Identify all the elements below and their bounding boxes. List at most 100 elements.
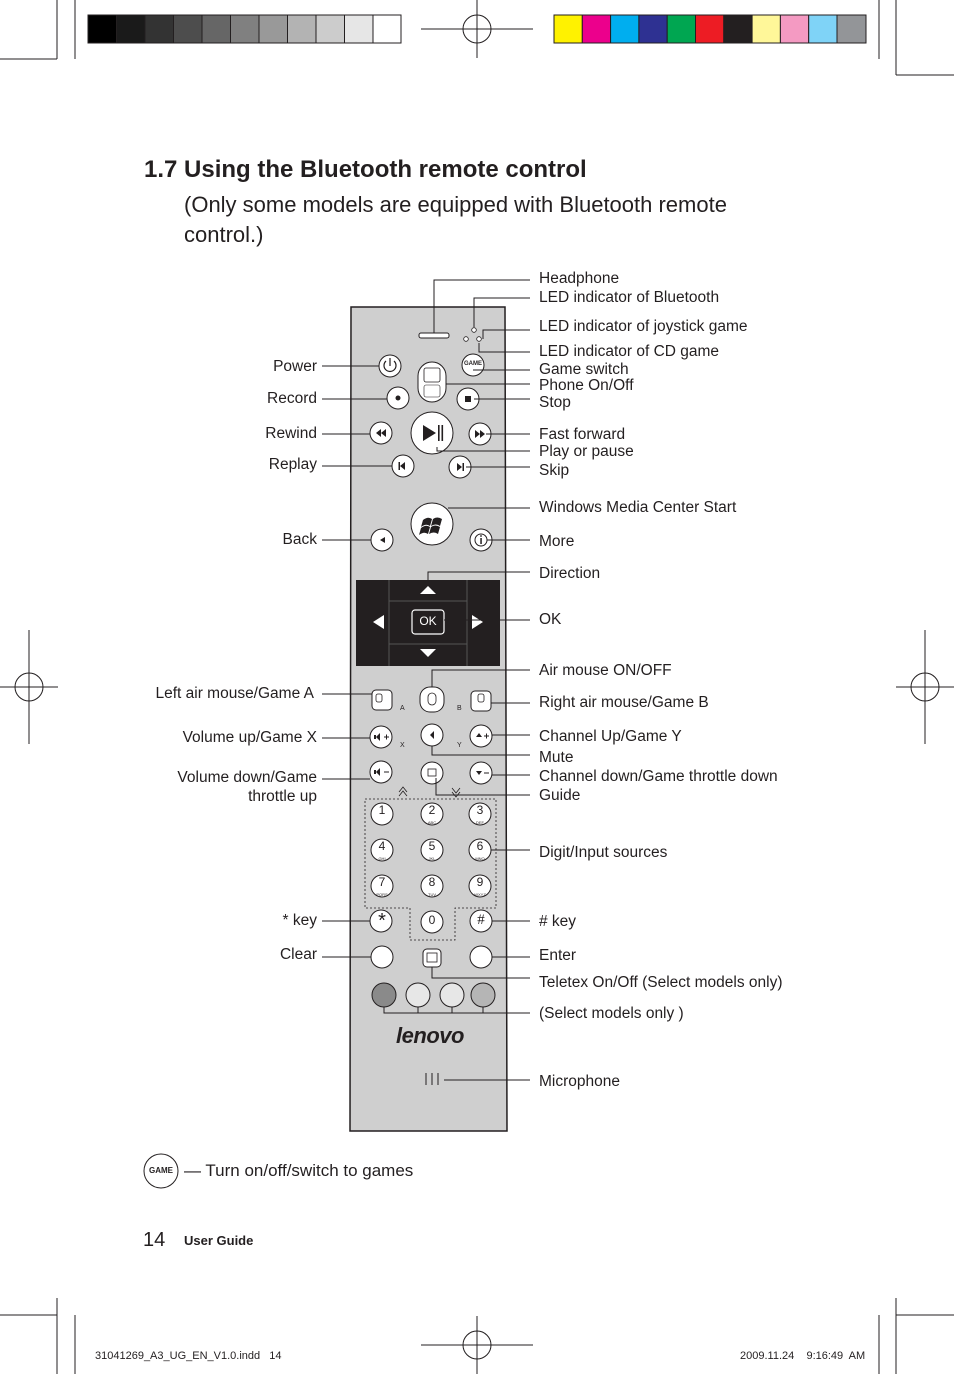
label-skip: Skip bbox=[539, 462, 570, 479]
label-mute: Mute bbox=[539, 749, 574, 766]
down-arrow-icon bbox=[420, 649, 436, 657]
key-0[interactable]: 0 bbox=[421, 914, 443, 926]
label-channel-up: Channel Up/Game Y bbox=[539, 728, 682, 745]
label-enter: Enter bbox=[539, 947, 577, 964]
label-game-switch: Game switch bbox=[539, 361, 629, 378]
label-left-air-mouse: Left air mouse/Game A bbox=[155, 685, 314, 702]
replay-icon bbox=[400, 462, 405, 470]
label-guide: Guide bbox=[539, 787, 581, 804]
key-digit: 4 bbox=[378, 839, 386, 853]
print-slug-file: 31041269_A3_UG_EN_V1.0.indd 14 bbox=[95, 1350, 282, 1362]
label-led-joystick: LED indicator of joystick game bbox=[539, 318, 748, 335]
microphone-grille bbox=[425, 1073, 439, 1085]
volume-down-icon bbox=[376, 768, 380, 776]
label-y: Y bbox=[457, 742, 462, 749]
label-fast-forward: Fast forward bbox=[539, 426, 626, 443]
label-x: X bbox=[400, 742, 405, 749]
label-microphone: Microphone bbox=[539, 1073, 620, 1090]
label-a: A bbox=[400, 705, 405, 712]
label-color-buttons: (Select models only ) bbox=[539, 1005, 684, 1022]
right-mouse-icon bbox=[477, 693, 485, 703]
label-air-mouse: Air mouse ON/OFF bbox=[539, 662, 672, 679]
label-hash-key: # key bbox=[539, 913, 577, 930]
key-letters: JKL bbox=[428, 856, 436, 861]
label-star-key: * key bbox=[282, 912, 317, 929]
label-right-air-mouse: Right air mouse/Game B bbox=[539, 694, 709, 711]
key-1[interactable]: 1 bbox=[371, 803, 393, 817]
key-digit: 6 bbox=[476, 839, 484, 853]
key-digit: 9 bbox=[476, 875, 484, 889]
label-volume-up: Volume up/Game X bbox=[182, 729, 317, 746]
label-volume-down: Volume down/Game bbox=[177, 769, 317, 786]
led-cd-icon bbox=[476, 336, 482, 342]
print-slug-date: 2009.11.24 9:16:49 AM bbox=[740, 1350, 866, 1362]
record-icon bbox=[395, 395, 401, 401]
footer-guide-label: User Guide bbox=[184, 1233, 254, 1248]
section-subtitle: (Only some models are equipped with Blue… bbox=[184, 192, 727, 247]
left-mouse-icon bbox=[375, 693, 383, 703]
volume-up-button bbox=[369, 725, 393, 749]
left-arrow-icon bbox=[373, 615, 384, 629]
play-icon bbox=[423, 425, 436, 441]
key-digit: 1 bbox=[378, 803, 386, 817]
label-stop: Stop bbox=[539, 394, 571, 411]
back-icon bbox=[380, 537, 385, 543]
ok-button bbox=[411, 609, 445, 635]
windows-logo-icon bbox=[419, 517, 442, 535]
phone-icon bbox=[423, 367, 441, 383]
keypad bbox=[370, 802, 492, 934]
label-phone: Phone On/Off bbox=[539, 377, 634, 394]
guide-icon bbox=[427, 768, 437, 777]
label-led-bluetooth: LED indicator of Bluetooth bbox=[539, 289, 720, 306]
key-letters: ABC bbox=[427, 820, 437, 825]
volume-down-button bbox=[369, 760, 393, 784]
stop-icon bbox=[465, 396, 471, 402]
section-title: 1.7 Using the Bluetooth remote control bbox=[144, 156, 587, 183]
up-arrow-icon bbox=[420, 586, 436, 594]
power-icon bbox=[383, 360, 397, 372]
grayscale-bar bbox=[87, 14, 402, 44]
game-legend-label: GAME bbox=[149, 1166, 173, 1175]
led-joystick-icon bbox=[463, 336, 469, 342]
key-letters: PQRS bbox=[376, 892, 388, 897]
label-led-cd: LED indicator of CD game bbox=[539, 343, 720, 360]
channel-up-icon bbox=[476, 733, 482, 737]
channel-down-icon bbox=[476, 771, 482, 775]
color-button-2 bbox=[405, 982, 431, 1008]
game-button-label: GAME bbox=[464, 361, 482, 367]
guide-button bbox=[420, 761, 444, 785]
color-bar bbox=[553, 14, 867, 44]
label-teletext: Teletex On/Off (Select models only) bbox=[539, 974, 783, 991]
label-record: Record bbox=[267, 390, 317, 407]
enter-button bbox=[469, 945, 493, 969]
key-digit: 2 bbox=[428, 803, 436, 817]
chevron-up-icon bbox=[398, 786, 408, 797]
label-b: B bbox=[457, 705, 462, 712]
key-digit: 3 bbox=[476, 803, 484, 817]
label-clear: Clear bbox=[279, 946, 317, 963]
label-play-pause: Play or pause bbox=[539, 443, 634, 460]
label-direction: Direction bbox=[539, 565, 601, 582]
air-mouse-button bbox=[419, 686, 445, 713]
key-letters: MNO bbox=[475, 856, 485, 861]
label-more: More bbox=[539, 533, 575, 550]
label-power: Power bbox=[273, 358, 317, 375]
key-letters: WXYZ bbox=[474, 892, 486, 897]
ok-label: OK bbox=[419, 614, 437, 628]
label-rewind: Rewind bbox=[265, 425, 317, 442]
led-bluetooth-icon bbox=[471, 327, 477, 333]
color-button-3 bbox=[439, 982, 465, 1008]
key-letters: DEF bbox=[476, 820, 484, 825]
teletext-icon bbox=[426, 952, 438, 963]
brand-logo: lenovo bbox=[396, 1023, 464, 1048]
label-channel-down: Channel down/Game throttle down bbox=[539, 768, 778, 785]
